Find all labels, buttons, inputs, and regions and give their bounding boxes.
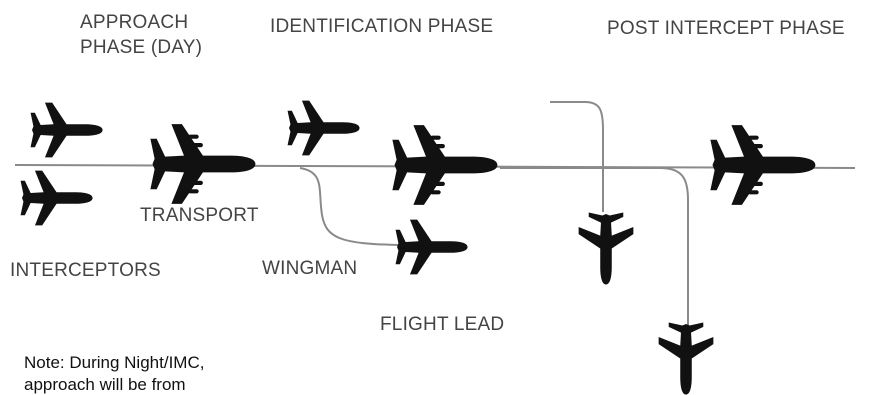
transport-post-intercept-icon	[710, 125, 816, 205]
flight-lead-icon	[395, 219, 468, 275]
wingman-label: WINGMAN	[262, 258, 358, 279]
interceptors-label: INTERCEPTORS	[10, 260, 161, 281]
transport-icon	[150, 124, 256, 204]
interceptor-2-icon	[20, 170, 93, 226]
aircraft-group	[20, 100, 816, 395]
approach-from-top-path	[550, 101, 604, 212]
wingman-path	[299, 167, 401, 246]
identification-phase-title: IDENTIFICATION PHASE	[270, 16, 494, 37]
flight-lead-label: FLIGHT LEAD	[380, 314, 505, 335]
interceptor-1-icon	[30, 102, 103, 158]
approach-phase-title-line2: PHASE (DAY)	[80, 37, 203, 58]
transport-label: TRANSPORT	[140, 205, 259, 226]
breakaway-path	[500, 167, 689, 330]
approach-phase-title-line1: APPROACH	[80, 12, 189, 33]
post-intercept-phase-title: POST INTERCEPT PHASE	[607, 18, 845, 39]
transport-identification-icon	[392, 125, 498, 205]
descending-interceptor-1-icon	[578, 212, 634, 285]
wingman-icon	[287, 100, 360, 156]
note-line1: Note: During Night/IMC,	[24, 353, 205, 372]
descending-interceptor-2-icon	[658, 322, 714, 395]
note-line2: approach will be from	[24, 375, 186, 394]
